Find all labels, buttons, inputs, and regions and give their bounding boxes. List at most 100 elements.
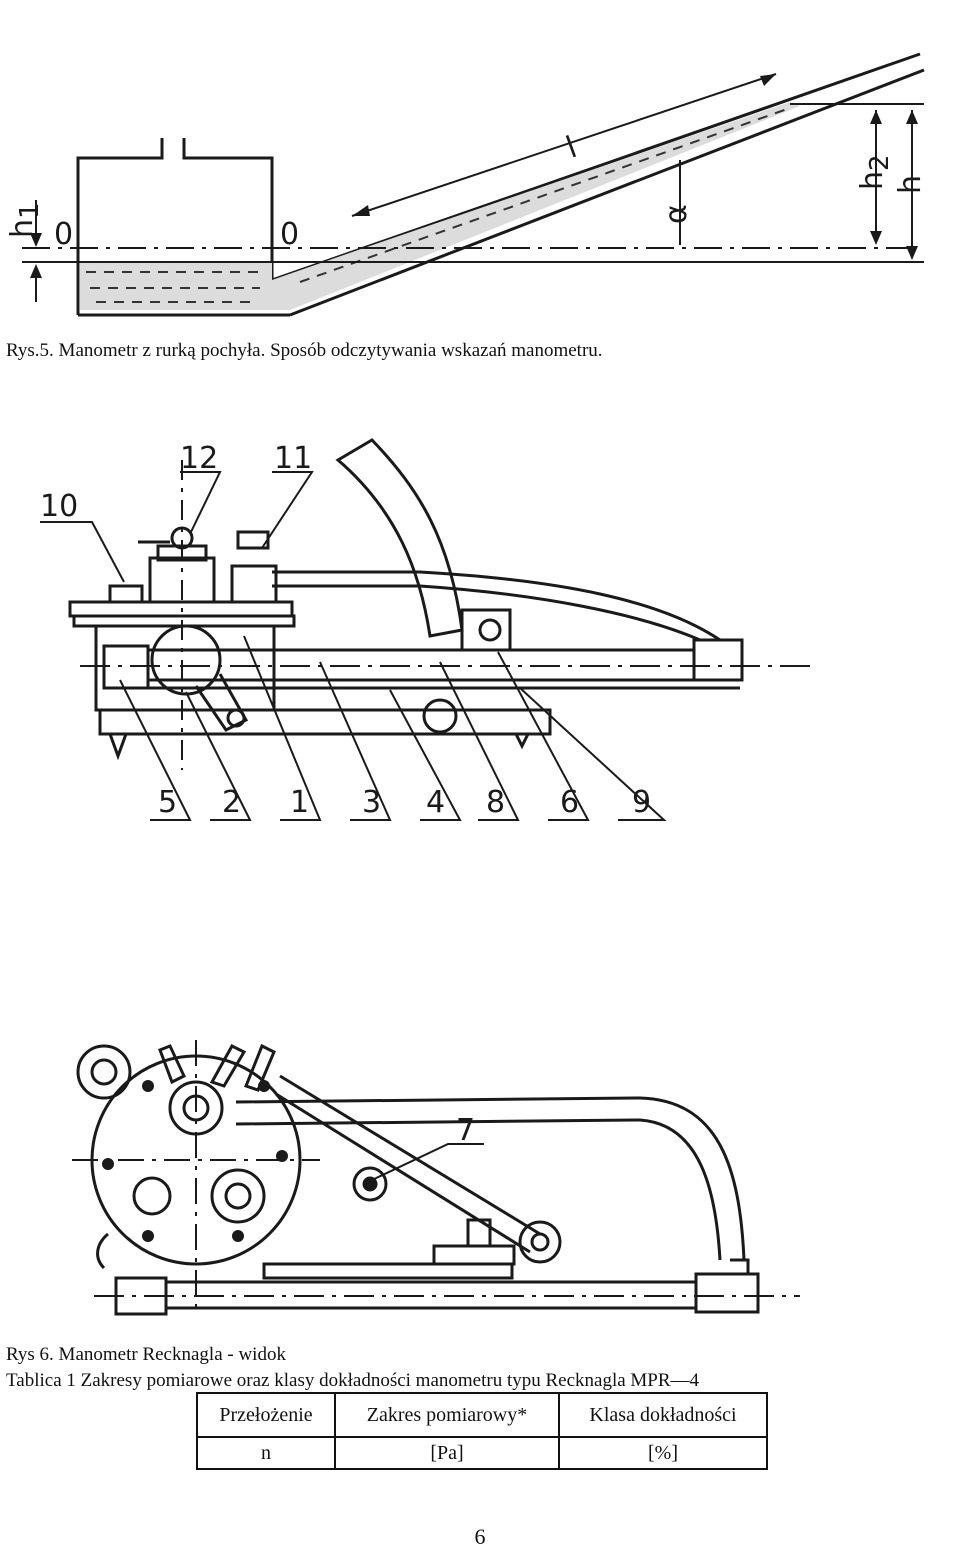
clamp-6 bbox=[460, 608, 512, 652]
pivot-joint-inner bbox=[530, 1232, 550, 1252]
inclined-elbow bbox=[335, 438, 464, 638]
bolt bbox=[258, 1080, 270, 1092]
label-zero-right: 0 bbox=[280, 217, 299, 252]
slide-knob bbox=[466, 1218, 492, 1248]
unit-percent: [%] bbox=[558, 1436, 768, 1470]
port-right bbox=[210, 1168, 266, 1224]
screw-7-inner bbox=[362, 1176, 378, 1192]
label-2: 2 bbox=[222, 785, 241, 820]
label-8: 8 bbox=[486, 785, 505, 820]
header-przelozenie: Przełożenie bbox=[196, 1392, 336, 1438]
leader-4 bbox=[389, 689, 462, 821]
lever-pin bbox=[226, 708, 246, 728]
tank-right-wall bbox=[182, 138, 274, 280]
label-10: 10 bbox=[40, 489, 78, 524]
left-foot bbox=[108, 733, 128, 761]
label-h: h bbox=[893, 175, 928, 194]
table-1-title: Tablica 1 Zakresy pomiarowe oraz klasy d… bbox=[6, 1370, 700, 1391]
label-4: 4 bbox=[426, 785, 445, 820]
liquid-hatch-tube bbox=[299, 107, 791, 283]
length-l-arrow bbox=[351, 73, 777, 217]
label-9: 9 bbox=[632, 785, 651, 820]
knob-bottom-left bbox=[96, 1232, 110, 1270]
bolt bbox=[102, 1158, 114, 1170]
dial-wheel bbox=[150, 624, 222, 696]
figure-6-caption: Rys 6. Manometr Recknagla - widok bbox=[6, 1344, 286, 1365]
screw-11 bbox=[230, 564, 278, 604]
screw-7-center bbox=[365, 1179, 375, 1189]
label-zero-left: 0 bbox=[54, 217, 73, 252]
knob-top-left bbox=[76, 1044, 132, 1100]
arrowhead bbox=[906, 110, 918, 124]
label-6: 6 bbox=[560, 785, 579, 820]
leader-3 bbox=[319, 661, 392, 821]
tube-lower-wall bbox=[289, 68, 925, 317]
leader-5 bbox=[119, 679, 192, 821]
pivot-screw bbox=[422, 698, 458, 734]
tube-upper-wall bbox=[271, 52, 921, 282]
label-1: 1 bbox=[290, 785, 309, 820]
diagonal-strut bbox=[279, 1074, 541, 1236]
figure-6b-svg: 7 bbox=[72, 1040, 800, 1316]
arrowhead bbox=[30, 233, 42, 247]
curved-tube-top-inner bbox=[235, 1118, 722, 1261]
port-left bbox=[132, 1176, 172, 1216]
body-block bbox=[94, 624, 276, 712]
right-end-cap bbox=[692, 638, 744, 682]
label-12: 12 bbox=[180, 441, 218, 476]
nut-10 bbox=[108, 584, 144, 604]
bolt bbox=[142, 1230, 154, 1242]
nozzle-3 bbox=[244, 1043, 276, 1092]
unit-n: n bbox=[196, 1436, 336, 1470]
table-1: Przełożenie Zakres pomiarowy* Klasa dokł… bbox=[196, 1392, 768, 1470]
tank-left-wall bbox=[76, 138, 164, 315]
slide-block bbox=[432, 1244, 516, 1266]
bottom-right-cap bbox=[694, 1272, 760, 1314]
liquid-fill bbox=[80, 102, 800, 310]
screw-7 bbox=[352, 1166, 388, 1202]
nozzle-2 bbox=[209, 1044, 247, 1088]
header-zakres: Zakres pomiarowy* bbox=[334, 1392, 560, 1438]
label-3: 3 bbox=[362, 785, 381, 820]
header-klasa: Klasa dokładności bbox=[558, 1392, 768, 1438]
bolt bbox=[232, 1230, 244, 1242]
curved-tube-arc bbox=[272, 570, 721, 642]
arrowhead bbox=[906, 246, 918, 260]
leader-2 bbox=[185, 691, 252, 821]
label-l: l bbox=[562, 130, 582, 166]
label-alpha: α bbox=[659, 204, 694, 224]
arrowhead bbox=[352, 205, 370, 216]
table-header-row: Przełożenie Zakres pomiarowy* Klasa dokł… bbox=[196, 1392, 768, 1438]
base-frame bbox=[98, 708, 552, 736]
leader-10 bbox=[40, 521, 125, 583]
leader-1 bbox=[243, 635, 322, 821]
figure-5-caption: Rys.5. Manometr z rurką pochyła. Sposób … bbox=[6, 340, 603, 361]
arrowhead bbox=[870, 231, 882, 245]
leader-9 bbox=[519, 687, 667, 821]
bolt bbox=[142, 1080, 154, 1092]
diagonal-strut-lower bbox=[275, 1092, 531, 1254]
leader-6 bbox=[497, 651, 590, 821]
tube-joint bbox=[730, 1258, 750, 1274]
figure-5-svg: h1 0 0 l α h2 h bbox=[5, 52, 928, 317]
curved-tube-arc-inner bbox=[272, 584, 701, 642]
leader-12 bbox=[180, 471, 222, 535]
curved-tube-top bbox=[235, 1096, 746, 1261]
label-h2: h2 bbox=[855, 154, 895, 190]
clamp-screw bbox=[478, 618, 502, 642]
page-number: 6 bbox=[474, 1524, 486, 1549]
right-foot bbox=[514, 733, 530, 750]
arrowhead bbox=[30, 264, 42, 278]
label-h1: h1 bbox=[5, 202, 45, 238]
label-11: 11 bbox=[274, 441, 312, 476]
label-7: 7 bbox=[456, 1113, 475, 1148]
arrowhead bbox=[870, 110, 882, 124]
slide-rail bbox=[262, 1262, 514, 1280]
arrowhead bbox=[760, 74, 776, 86]
figure-6a-diagram: 10 12 11 5 2 1 3 4 8 6 9 bbox=[0, 430, 960, 830]
leader-8 bbox=[439, 661, 520, 821]
leader-7 bbox=[371, 1143, 484, 1181]
table-units-row: n [Pa] [%] bbox=[196, 1436, 768, 1470]
pivot-joint bbox=[518, 1220, 562, 1264]
knob-top-left-inner bbox=[90, 1058, 118, 1086]
